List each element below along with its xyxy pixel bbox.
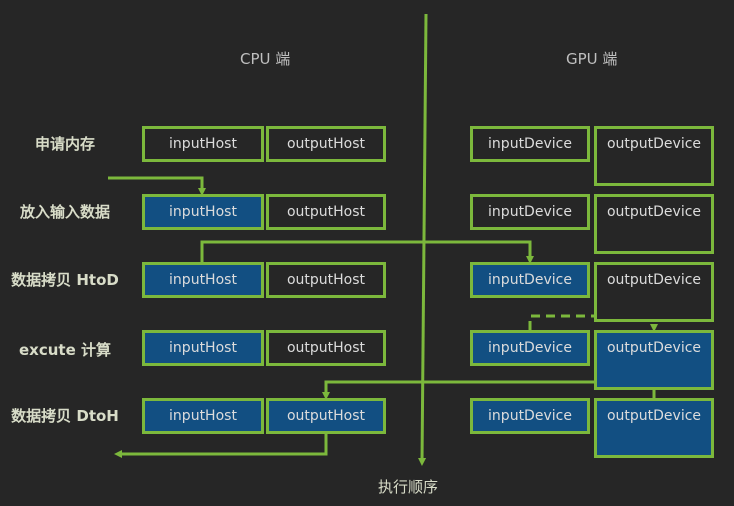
output-arrow	[114, 434, 328, 458]
output-device-box: outputDevice	[594, 194, 714, 254]
input-device-box: inputDevice	[470, 330, 590, 366]
output-host-box: outputHost	[266, 330, 386, 366]
output-host-box: outputHost	[266, 126, 386, 162]
output-device-box: outputDevice	[594, 330, 714, 390]
input-host-box: inputHost	[142, 194, 264, 230]
input-host-box: inputHost	[142, 398, 264, 434]
input-host-box: inputHost	[142, 126, 264, 162]
output-device-box: outputDevice	[594, 126, 714, 186]
compute-arrow	[528, 314, 658, 332]
put-input-arrow	[108, 176, 206, 196]
output-host-box: outputHost	[266, 194, 386, 230]
input-host-box: inputHost	[142, 330, 264, 366]
row-label-put-input: 放入输入数据	[19, 203, 110, 221]
row-label-htod: 数据拷贝 HtoD	[11, 271, 119, 289]
output-device-box: outputDevice	[594, 398, 714, 458]
input-device-box: inputDevice	[470, 126, 590, 162]
row-label-allocate: 申请内存	[34, 135, 95, 153]
cpu-header: CPU 端	[240, 50, 291, 68]
output-device-box: outputDevice	[594, 262, 714, 322]
row-label-dtoh: 数据拷贝 DtoH	[11, 407, 119, 425]
output-host-box: outputHost	[266, 398, 386, 434]
dtoh-copy-arrow	[322, 380, 656, 400]
execution-order-label: 执行顺序	[378, 478, 439, 496]
input-device-box: inputDevice	[470, 398, 590, 434]
execution-order-arrow	[418, 13, 428, 466]
gpu-header: GPU 端	[566, 50, 618, 68]
output-host-box: outputHost	[266, 262, 386, 298]
row-label-execute: excute 计算	[19, 341, 111, 359]
htod-copy-arrow	[200, 240, 534, 264]
input-device-box: inputDevice	[470, 194, 590, 230]
input-host-box: inputHost	[142, 262, 264, 298]
input-device-box: inputDevice	[470, 262, 590, 298]
